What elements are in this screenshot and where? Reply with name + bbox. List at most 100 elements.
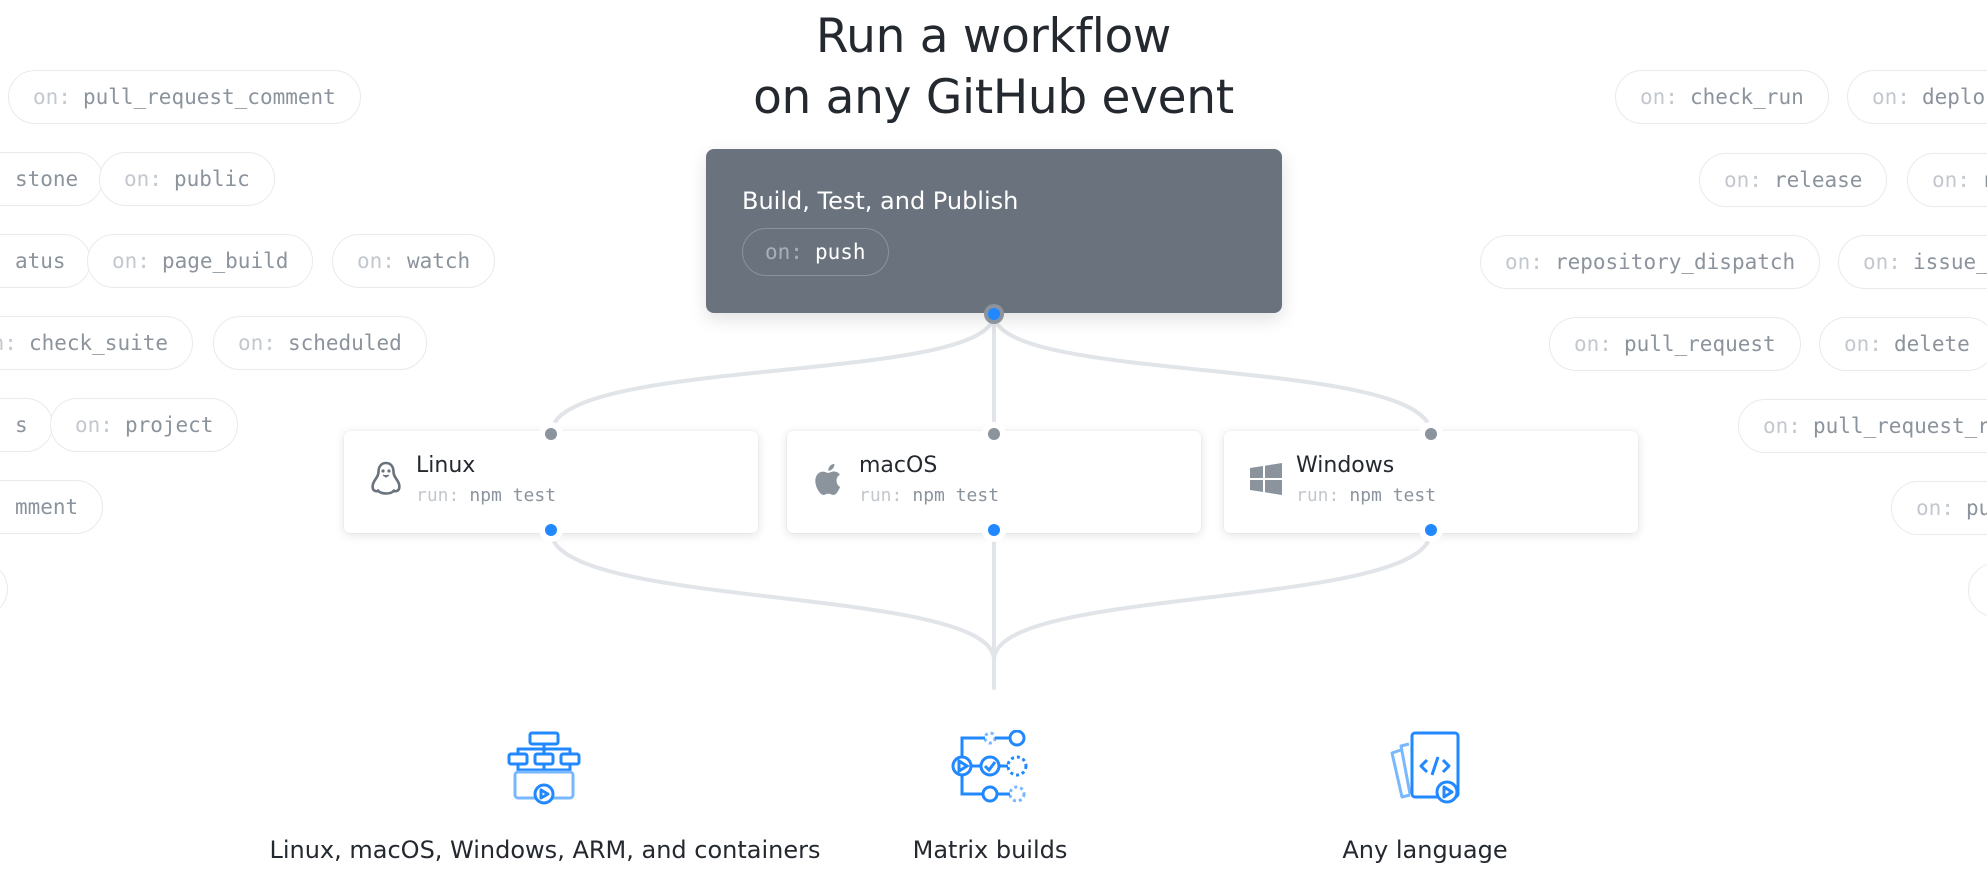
connector-to-windows (992, 312, 1433, 436)
event-name: watch (406, 249, 471, 273)
any-language-icon (1390, 731, 1460, 804)
command-text: npm test (1349, 485, 1437, 506)
event-pill[interactable]: on:stone (0, 152, 104, 206)
pill-prefix: on: (357, 249, 395, 273)
job-input-dot (988, 428, 1000, 440)
event-name: atus (14, 249, 66, 273)
apple-icon (815, 463, 841, 495)
pill-prefix: on: (238, 331, 276, 355)
event-pill[interactable]: on: issue_ (1838, 235, 1987, 289)
event-name: public (173, 167, 250, 191)
event-pill[interactable]: on: pull_request_comment (8, 70, 361, 124)
event-name: check_suite (28, 331, 169, 355)
event-name: deplo (1921, 85, 1986, 109)
pill-prefix: on: (1916, 496, 1954, 520)
pill-prefix: on: (1872, 85, 1910, 109)
windows-icon (1250, 463, 1282, 495)
job-card-linux[interactable]: Linux run: npm test (344, 431, 758, 533)
event-name: pull_request (1623, 332, 1776, 356)
event-pill[interactable]: on:mment (0, 480, 104, 534)
pill-prefix: on: (33, 85, 71, 109)
page-title: Run a workflow on any GitHub event (0, 6, 1987, 128)
pill-prefix: on: (75, 413, 113, 437)
feature-label: Matrix builds (912, 836, 1068, 864)
event-pill[interactable]: on: repository_dispatch (1480, 235, 1821, 289)
pill-prefix: on: (0, 331, 17, 355)
command-text: npm test (469, 485, 557, 506)
event-name: mment (14, 495, 79, 519)
trigger-prefix: on: (765, 240, 803, 264)
workflow-trigger-pill: on: push (742, 228, 889, 276)
event-pill[interactable]: on: watch (332, 234, 496, 288)
workflow-title: Build, Test, and Publish (742, 187, 1019, 215)
pill-prefix: on: (1863, 250, 1901, 274)
job-name: macOS (859, 453, 938, 478)
event-name: page_build (161, 249, 289, 273)
workflow-output-dot (988, 308, 1000, 320)
event-name: stone (14, 167, 79, 191)
job-card-windows[interactable]: Windows run:npm test (1224, 431, 1638, 533)
event-pill[interactable]: on: pu (1891, 481, 1987, 535)
connector-from-windows (992, 529, 1433, 662)
pill-prefix: on: (1763, 414, 1801, 438)
event-name: check_run (1689, 85, 1804, 109)
event-pill[interactable]: on:s (0, 398, 53, 452)
job-card-macos[interactable]: macOS run:npm test (787, 431, 1201, 533)
feature-hosted-runners: Linux, macOS, Windows, ARM, and containe… (245, 730, 845, 864)
event-name: s (14, 413, 28, 437)
job-input-dot (545, 428, 557, 440)
event-pill[interactable]: on: page_build (87, 234, 314, 288)
event-pill[interactable]: on: public (99, 152, 275, 206)
event-pill[interactable]: on:scheduled (213, 316, 427, 370)
event-pill[interactable]: on: pull_request_r (1738, 399, 1987, 453)
pill-prefix: on: (1505, 250, 1543, 274)
event-name: pull_request_r (1812, 414, 1987, 438)
event-name: repository_dispatch (1554, 250, 1796, 274)
event-pill[interactable]: on:delete (1819, 317, 1987, 371)
event-pill[interactable]: on: r (1907, 153, 1987, 207)
matrix-builds-icon (951, 730, 1028, 803)
pill-prefix: on: (124, 167, 162, 191)
job-input-dot (1425, 428, 1437, 440)
run-prefix: run: (859, 485, 903, 506)
event-name: pull_request_comment (82, 85, 336, 109)
connector-to-linux (549, 312, 996, 436)
hosted-runners-icon (507, 731, 581, 805)
job-command: run:npm test (859, 485, 999, 506)
event-pill[interactable]: on:atus (0, 234, 91, 288)
feature-label: Linux, macOS, Windows, ARM, and containe… (269, 836, 821, 864)
pill-prefix: on: (1844, 332, 1882, 356)
event-name: issue_ (1912, 250, 1987, 274)
feature-label: Any language (1342, 836, 1508, 864)
headline-line-1: Run a workflow (815, 9, 1172, 64)
workflow-card[interactable]: Build, Test, and Publish on: push (706, 149, 1282, 313)
trigger-event: push (814, 240, 866, 264)
job-output-dot (1425, 524, 1437, 536)
event-name: project (124, 413, 214, 437)
connector-from-linux (549, 529, 996, 662)
linux-penguin-icon (371, 461, 401, 495)
event-pill[interactable]: on: project (50, 398, 239, 452)
pill-prefix: on: (1932, 168, 1970, 192)
event-pill[interactable]: on: deplo (1847, 70, 1987, 124)
event-pill[interactable]: on:release (1699, 153, 1888, 207)
pill-prefix: on: (1640, 85, 1678, 109)
event-pill[interactable]: on: check_run (1615, 70, 1829, 124)
run-prefix: run: (1296, 485, 1340, 506)
job-output-dot (545, 524, 557, 536)
event-name: pu (1965, 496, 1987, 520)
event-pill[interactable]: on: pull_request (1549, 317, 1801, 371)
job-name: Linux (416, 453, 476, 478)
event-name: r (1982, 168, 1987, 192)
feature-any-language: Any language (1275, 730, 1575, 864)
event-pill[interactable]: on: check_suite (0, 316, 194, 370)
headline-line-2: on any GitHub event (753, 70, 1234, 125)
event-name: release (1773, 168, 1863, 192)
pill-prefix: on: (112, 249, 150, 273)
pill-prefix: on: (1574, 332, 1612, 356)
job-command: run: npm test (416, 485, 556, 506)
run-prefix: run: (416, 485, 460, 506)
job-command: run: npm test (1296, 485, 1436, 506)
